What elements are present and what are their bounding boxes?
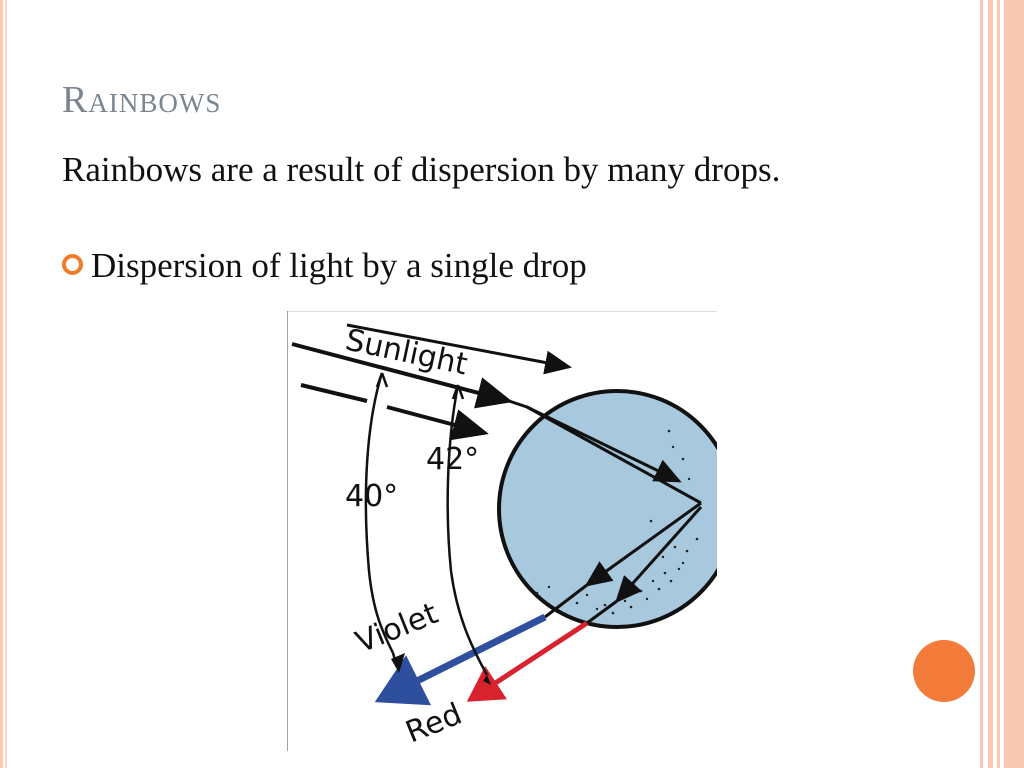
angle-arc-42-arrowhead-top [451,384,465,400]
internal-ray-d [615,506,703,604]
circle-bullet-icon [62,254,83,276]
raindrop-dispersion-diagram: Sunlight 42° 40° Violet Red [287,311,717,751]
red-exit-ray [466,620,589,702]
red-pointer-arrow [483,675,491,685]
bullet-text: Dispersion of light by a single drop [91,246,587,285]
accent-orange-dot [913,640,975,702]
internal-ray-c [584,501,702,587]
violet-pointer-arrow [391,653,405,673]
violet-exit-ray [374,613,547,706]
drop-speckles [535,429,699,615]
slide-title: Rainbows [62,79,222,121]
red-label: Red [401,697,467,751]
angle-arc-40-arrowhead-top [375,372,389,388]
angle-arc-42 [446,384,489,676]
angle-red-label: 42° [426,442,479,477]
angle-violet-label: 40° [345,479,398,514]
internal-ray-e [544,583,588,619]
angle-arc-40 [364,372,395,654]
sunlight-ray-1 [291,342,513,409]
sunlight-ray-2a [300,383,368,403]
water-drop [497,389,717,629]
bullet-item: Dispersion of light by a single drop [62,244,587,288]
violet-label: Violet [351,596,443,660]
internal-ray-f [586,599,618,625]
sunlight-label-arrow [346,323,572,375]
right-border-decoration [980,0,1024,768]
left-border-decoration [0,0,7,768]
internal-ray-b [526,405,702,505]
sunlight-ray-2b [386,405,489,441]
intro-paragraph: Rainbows are a result of dispersion by m… [62,150,781,189]
body-text: Rainbows are a result of dispersion by m… [62,148,922,192]
